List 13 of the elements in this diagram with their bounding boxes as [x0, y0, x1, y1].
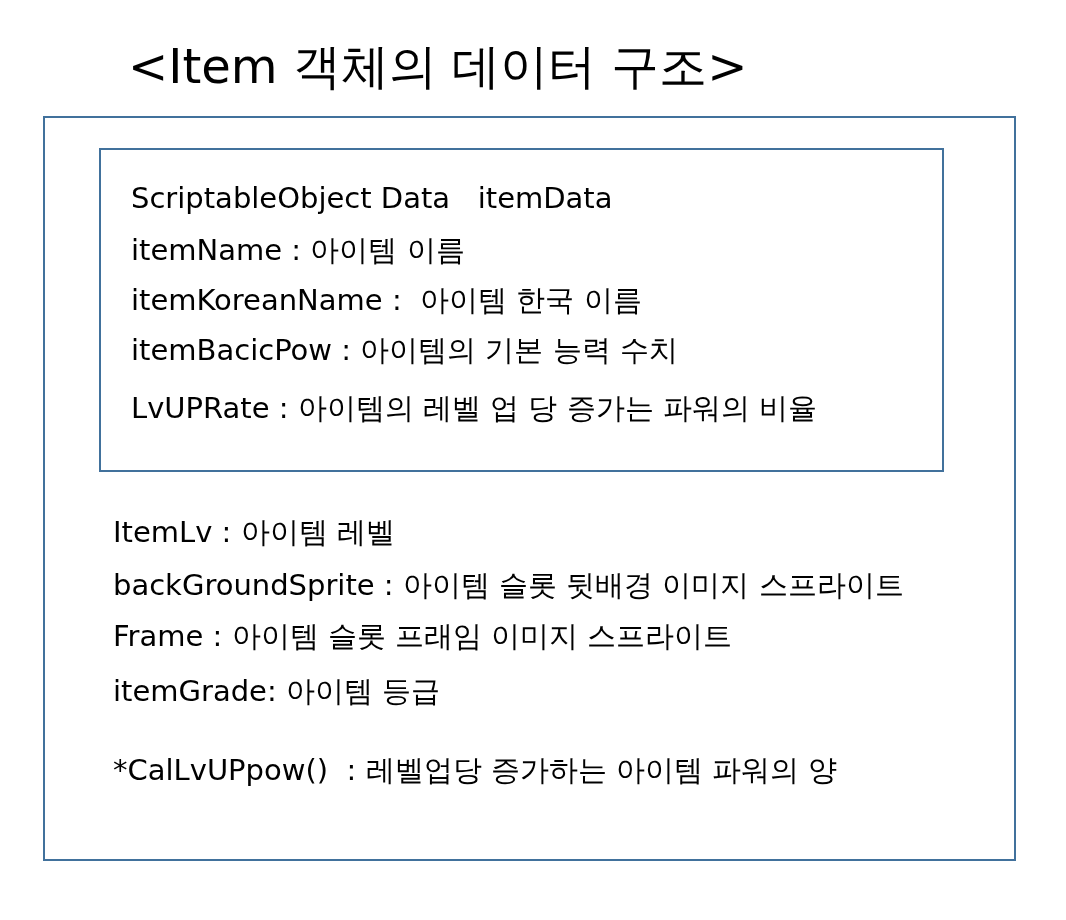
field-text: LvUPRate : 아이템의 레벨 업 당 증가는 파워의 비율 — [131, 390, 818, 426]
title: <Item 객체의 데이터 구조> — [128, 37, 748, 96]
field-text: itemBacicPow : 아이템의 기본 능력 수치 — [131, 332, 678, 368]
data-box — [99, 148, 944, 472]
field-text: ScriptableObject Data itemData — [131, 180, 613, 216]
field-text: backGroundSprite : 아이템 슬롯 뒷배경 이미지 스프라이트 — [113, 567, 904, 603]
field-text: Frame : 아이템 슬롯 프래임 이미지 스프라이트 — [113, 618, 733, 654]
field-text: itemName : 아이템 이름 — [131, 232, 465, 268]
field-text: *CalLvUPpow() : 레벨업당 증가하는 아이템 파워의 양 — [113, 752, 838, 788]
object-box — [43, 116, 1016, 861]
field-text: itemKoreanName : 아이템 한국 이름 — [131, 282, 642, 318]
field-text: ItemLv : 아이템 레벨 — [113, 514, 395, 550]
field-text: itemGrade: 아이템 등급 — [113, 673, 441, 709]
